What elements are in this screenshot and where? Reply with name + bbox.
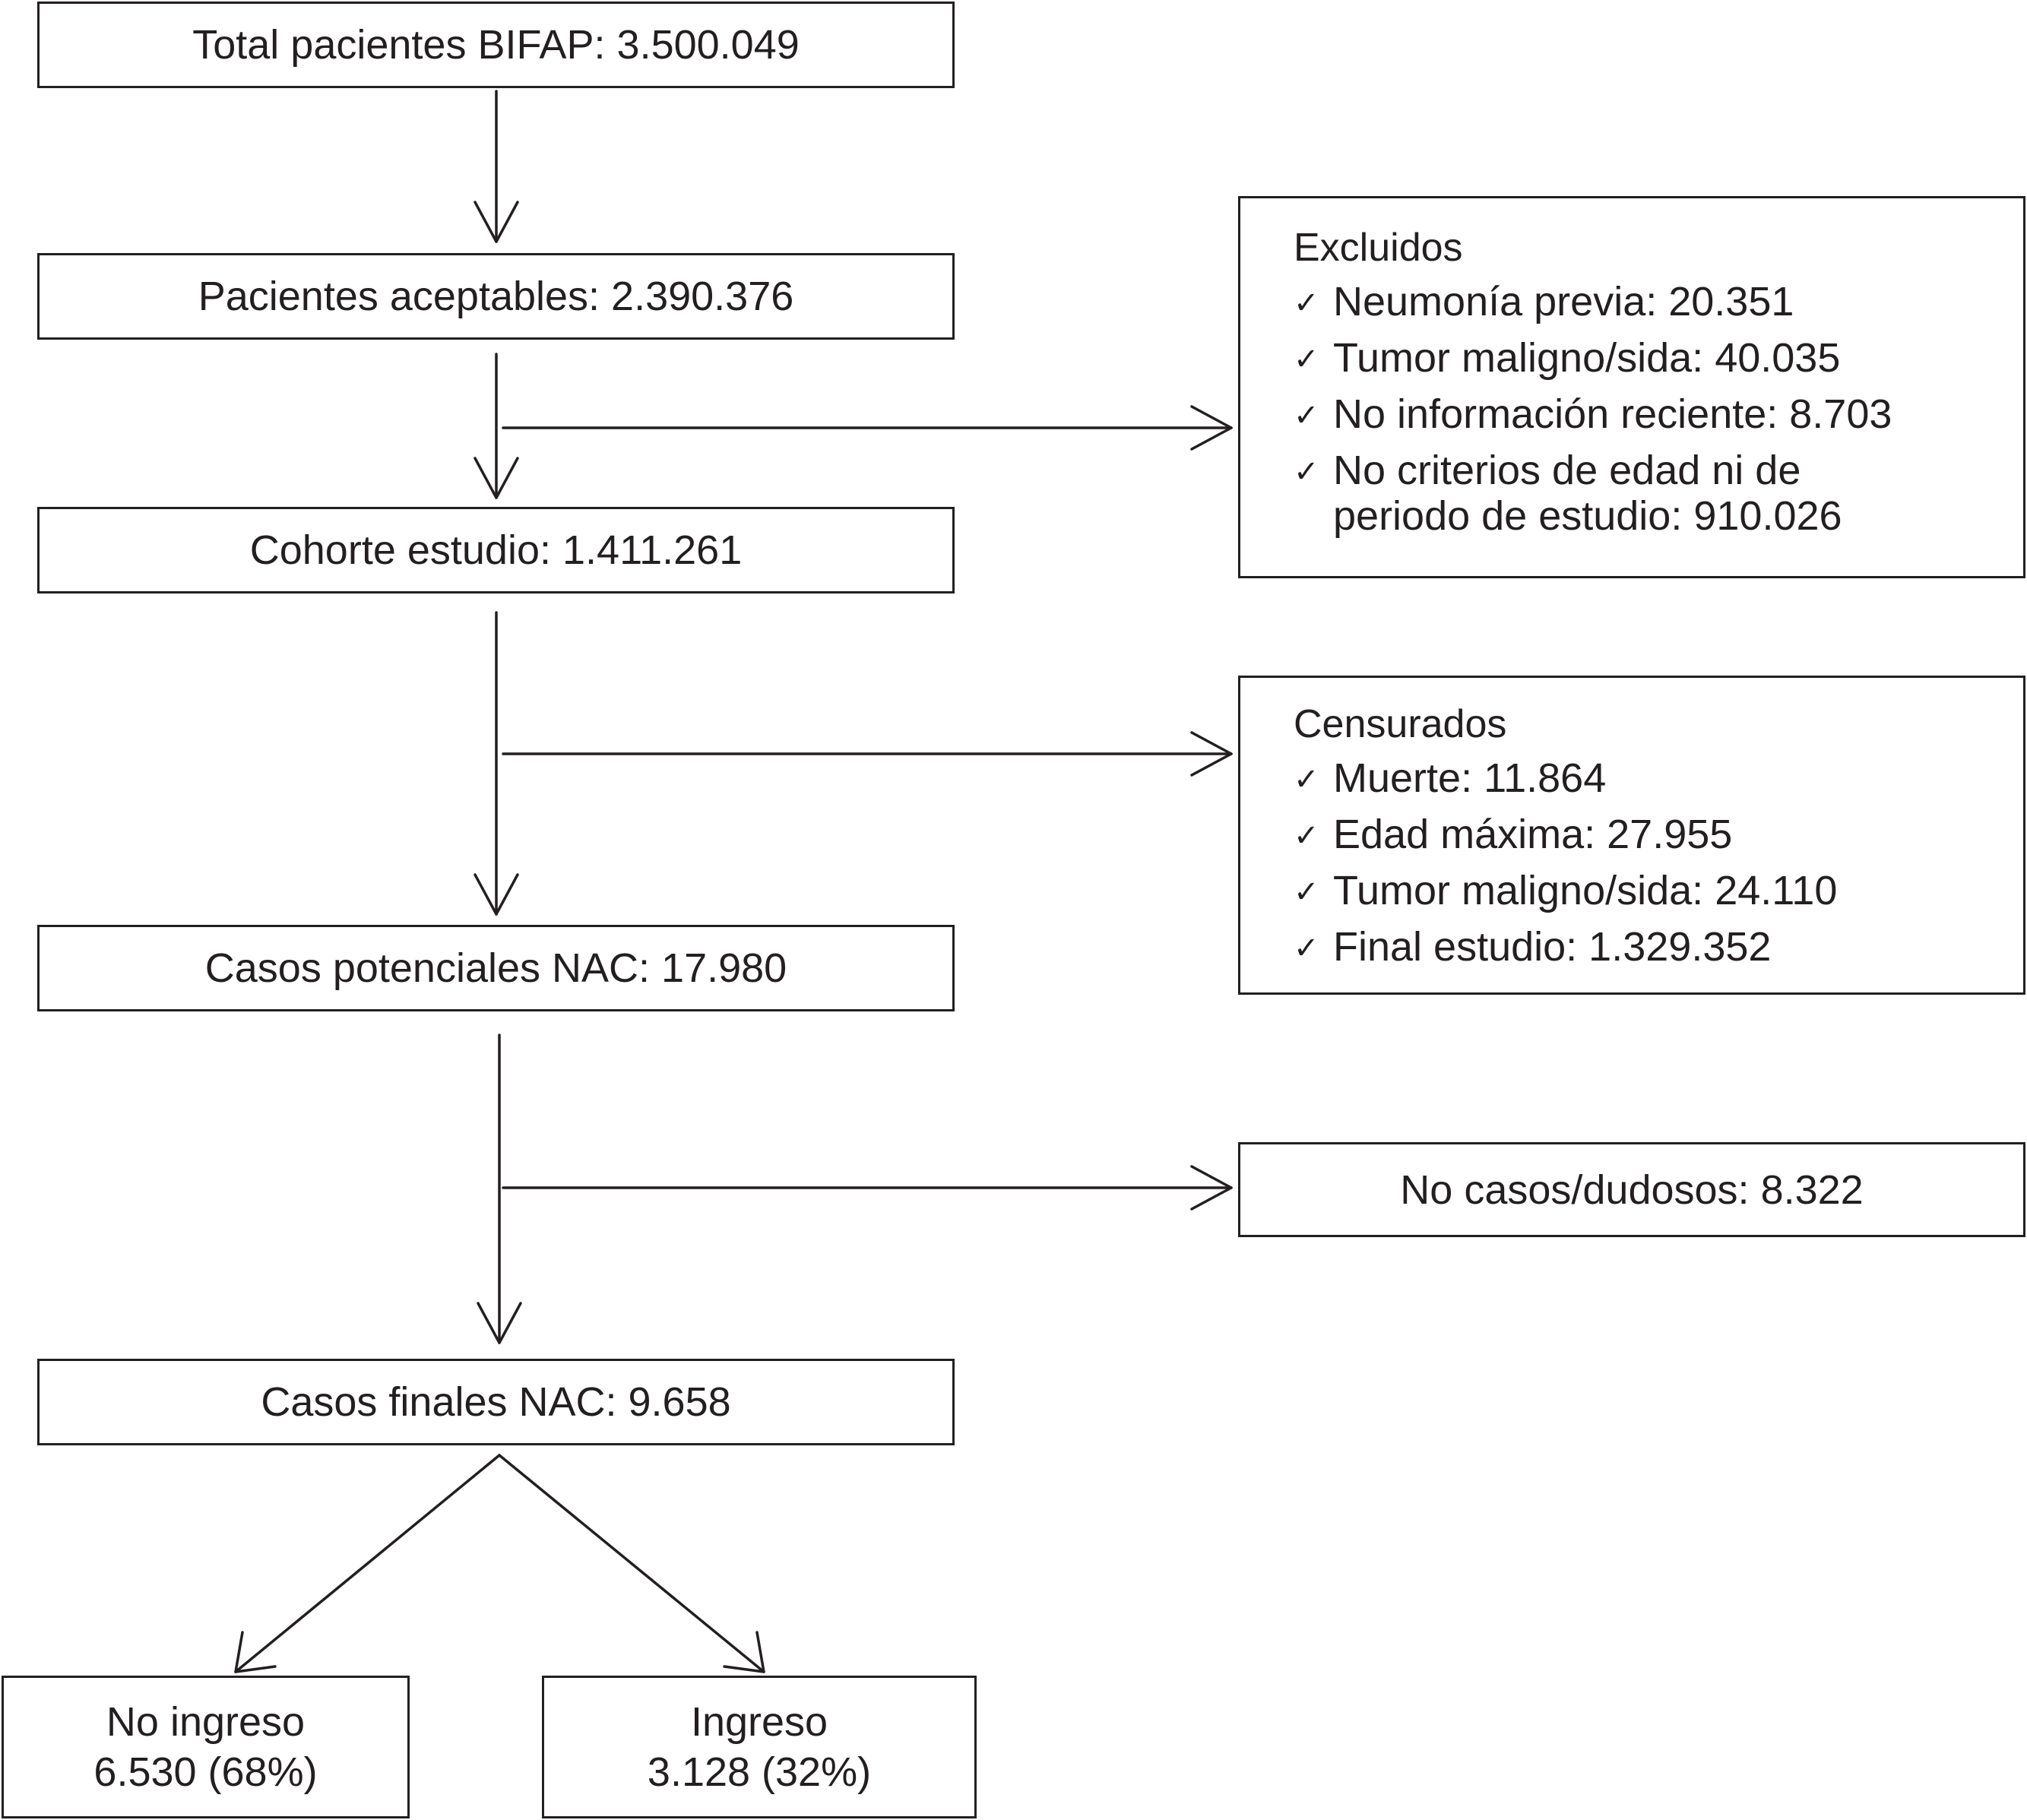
box-total-pacientes: Total pacientes BIFAP: 3.500.049: [37, 2, 955, 88]
arrowhead-6: [477, 1302, 522, 1344]
check-icon: ✓: [1294, 455, 1319, 489]
box-censurados: Censurados ✓ Muerte: 11.864 ✓ Edad máxim…: [1238, 676, 2025, 995]
box-cohorte-estudio: Cohorte estudio: 1.411.261: [37, 507, 955, 593]
casos-finales-text: Casos finales NAC: 9.658: [261, 1379, 731, 1425]
excluidos-item-text: Tumor maligno/sida: 40.035: [1333, 335, 1841, 381]
excluidos-item-line: No criterios de edad ni de: [1333, 448, 1801, 493]
censurados-item-text: Tumor maligno/sida: 24.110: [1333, 868, 1838, 913]
no-casos-text: No casos/dudosos: 8.322: [1400, 1166, 1864, 1213]
arrowhead-1: [473, 201, 519, 243]
check-icon: ✓: [1294, 286, 1319, 320]
box-casos-potenciales: Casos potenciales NAC: 17.980: [37, 925, 955, 1011]
check-icon: ✓: [1294, 343, 1319, 376]
censurados-item: ✓ Muerte: 11.864: [1294, 755, 1993, 804]
excluidos-item-text: No criterios de edad ni de periodo de es…: [1333, 448, 1842, 539]
box-pacientes-aceptables: Pacientes aceptables: 2.390.376: [37, 253, 955, 340]
censurados-title: Censurados: [1294, 702, 1507, 746]
excluidos-title: Excluidos: [1294, 226, 1463, 270]
check-icon: ✓: [1294, 819, 1319, 853]
ingreso-value: 3.128 (32%): [647, 1749, 872, 1795]
no-ingreso-label: No ingreso: [106, 1699, 306, 1745]
arrow-to-ingreso: [498, 1454, 765, 1673]
excluidos-item-text: No información reciente: 8.703: [1333, 391, 1892, 437]
box-no-casos: No casos/dudosos: 8.322: [1238, 1142, 2025, 1237]
check-icon: ✓: [1294, 875, 1319, 909]
arrowhead-2: [473, 457, 519, 499]
arrowhead-5: [1190, 731, 1233, 777]
censurados-item: ✓ Edad máxima: 27.955: [1294, 812, 1993, 860]
casos-potenciales-text: Casos potenciales NAC: 17.980: [204, 945, 787, 991]
excluidos-item-line: periodo de estudio: 910.026: [1333, 493, 1842, 539]
total-pacientes-text: Total pacientes BIFAP: 3.500.049: [192, 22, 800, 68]
no-ingreso-value: 6.530 (68%): [93, 1749, 318, 1795]
box-no-ingreso: No ingreso 6.530 (68%): [2, 1676, 410, 1818]
pacientes-aceptables-text: Pacientes aceptables: 2.390.376: [198, 274, 794, 319]
excluidos-item: ✓ Tumor maligno/sida: 40.035: [1294, 335, 1993, 384]
arrow-to-no-ingreso: [234, 1454, 501, 1673]
box-casos-finales: Casos finales NAC: 9.658: [37, 1359, 955, 1445]
excluidos-item: ✓ Neumonía previa: 20.351: [1294, 279, 1993, 328]
censurados-item: ✓ Final estudio: 1.329.352: [1294, 924, 1993, 973]
censurados-item-text: Muerte: 11.864: [1333, 755, 1607, 801]
excluidos-item-text: Neumonía previa: 20.351: [1333, 279, 1794, 324]
ingreso-label: Ingreso: [690, 1699, 828, 1745]
censurados-item-text: Edad máxima: 27.955: [1333, 812, 1733, 857]
cohorte-estudio-text: Cohorte estudio: 1.411.261: [249, 527, 743, 573]
arrowhead-8: [234, 1631, 277, 1673]
censurados-item: ✓ Tumor maligno/sida: 24.110: [1294, 868, 1993, 916]
box-excluidos: Excluidos ✓ Neumonía previa: 20.351 ✓ Tu…: [1238, 196, 2025, 578]
check-icon: ✓: [1294, 932, 1319, 965]
arrowhead-4: [473, 873, 519, 916]
excluidos-item: ✓ No criterios de edad ni de periodo de …: [1294, 448, 1993, 539]
arrowhead-9: [723, 1631, 765, 1673]
check-icon: ✓: [1294, 399, 1319, 432]
arrowhead-3: [1190, 405, 1233, 451]
arrowhead-7: [1190, 1165, 1233, 1211]
check-icon: ✓: [1294, 763, 1319, 796]
box-ingreso: Ingreso 3.128 (32%): [542, 1676, 977, 1818]
censurados-item-text: Final estudio: 1.329.352: [1333, 924, 1772, 970]
excluidos-item: ✓ No información reciente: 8.703: [1294, 391, 1993, 440]
